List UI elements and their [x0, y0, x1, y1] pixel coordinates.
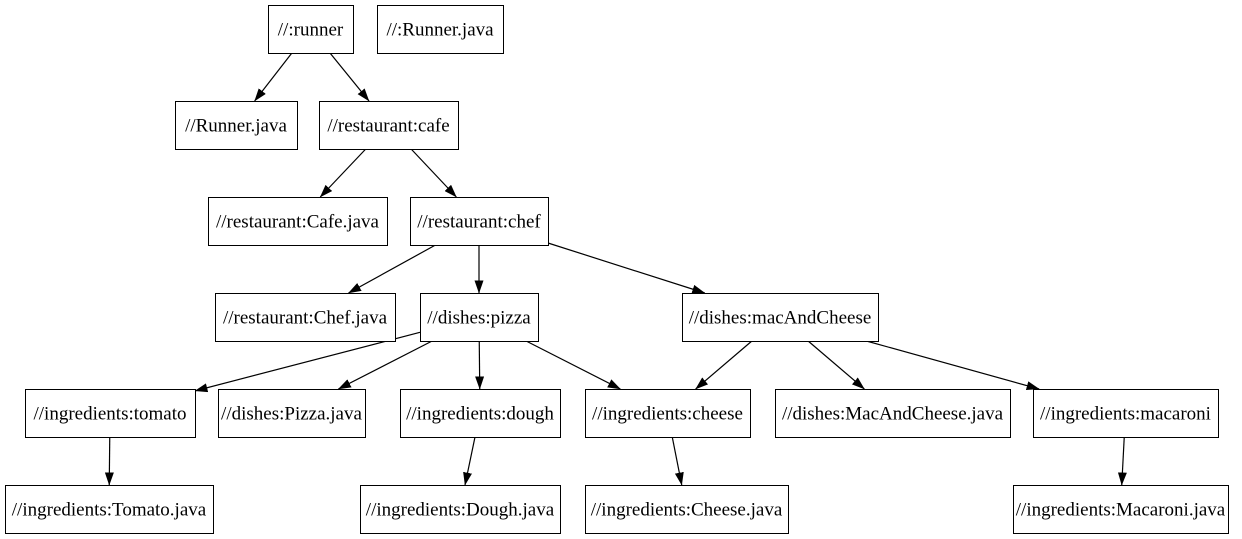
graph-node-label: //ingredients:tomato: [33, 403, 186, 424]
graph-node-pizza_java: //dishes:Pizza.java: [218, 389, 366, 438]
graph-node-cafe: //restaurant:cafe: [319, 101, 459, 150]
graph-node-label: //ingredients:Tomato.java: [12, 499, 207, 520]
graph-node-box: [360, 485, 561, 534]
graph-edge-pizza-to-pizza_java: [337, 340, 433, 390]
graph-node-cafe_java: //restaurant:Cafe.java: [208, 197, 388, 246]
graph-node-box: [410, 197, 549, 246]
graph-node-mac_and_cheese_java: //dishes:MacAndCheese.java: [775, 389, 1011, 438]
graph-node-pizza: //dishes:pizza: [420, 293, 539, 342]
graph-node-label: //:Runner.java: [386, 19, 494, 40]
graph-edge-pizza-to-cheese: [525, 340, 621, 390]
graph-node-label: //restaurant:Cafe.java: [216, 211, 380, 232]
graph-node-box: [1033, 389, 1219, 438]
graph-node-runner_java: //Runner.java: [175, 101, 298, 150]
graph-node-box: [420, 293, 539, 342]
graph-edge-runner-to-cafe: [329, 52, 370, 102]
graph-node-box: [377, 5, 504, 54]
graph-node-box: [585, 485, 789, 534]
graph-node-box: [319, 101, 459, 150]
graph-node-runner_java_root: //:Runner.java: [377, 5, 504, 54]
graph-edge-cheese-to-cheese_java: [671, 436, 684, 486]
graph-node-box: [215, 293, 396, 342]
graph-edge-cafe-to-chef: [410, 148, 457, 198]
graph-node-label: //restaurant:Chef.java: [223, 307, 388, 328]
graph-node-box: [775, 389, 1011, 438]
graph-edge-pizza-to-dough: [475, 340, 485, 390]
graph-node-runner: //:runner: [268, 5, 354, 54]
graph-node-tomato_java: //ingredients:Tomato.java: [5, 485, 214, 534]
graph-node-cheese_java: //ingredients:Cheese.java: [585, 485, 789, 534]
graph-edge-tomato-to-tomato_java: [104, 436, 114, 486]
graph-node-mac_and_cheese: //dishes:macAndCheese: [682, 293, 879, 342]
graph-node-chef_java: //restaurant:Chef.java: [215, 293, 396, 342]
graph-edge-chef-to-mac_and_cheese: [547, 242, 706, 294]
graph-node-box: [5, 485, 214, 534]
graph-node-label: //restaurant:chef: [417, 211, 541, 232]
graph-node-box: [208, 197, 388, 246]
graph-node-label: //ingredients:Dough.java: [366, 499, 555, 520]
graph-node-dough_java: //ingredients:Dough.java: [360, 485, 561, 534]
graph-node-box: [175, 101, 298, 150]
graph-edge-macaroni-to-macaroni_java: [1117, 436, 1127, 486]
graph-node-label: //ingredients:dough: [406, 403, 554, 424]
graph-edge-runner-to-runner_java: [254, 52, 293, 102]
graph-node-box: [585, 389, 751, 438]
graph-node-macaroni_java: //ingredients:Macaroni.java: [1013, 485, 1229, 534]
graph-edge-pizza-to-tomato: [194, 331, 421, 393]
graph-node-label: //ingredients:Cheese.java: [591, 499, 783, 520]
graph-node-box: [682, 293, 879, 342]
graph-node-label: //ingredients:cheese: [592, 403, 743, 424]
graph-node-chef: //restaurant:chef: [410, 197, 549, 246]
graph-edge-chef-to-chef_java: [348, 244, 436, 294]
edges-layer: [104, 52, 1127, 486]
graph-edge-cafe-to-cafe_java: [319, 148, 367, 198]
graph-node-label: //dishes:Pizza.java: [221, 403, 362, 424]
graph-node-label: //dishes:MacAndCheese.java: [782, 403, 1004, 424]
graph-node-label: //:runner: [278, 19, 344, 40]
graph-node-box: [218, 389, 366, 438]
graph-edge-mac_and_cheese-to-macaroni: [866, 340, 1040, 390]
graph-node-label: //dishes:macAndCheese: [689, 307, 872, 328]
graph-edge-mac_and_cheese-to-cheese: [695, 340, 753, 390]
graph-node-label: //restaurant:cafe: [327, 115, 449, 136]
graph-node-box: [400, 389, 561, 438]
graph-node-label: //ingredients:macaroni: [1040, 403, 1211, 424]
graph-node-label: //dishes:pizza: [427, 307, 531, 328]
graph-node-macaroni: //ingredients:macaroni: [1033, 389, 1219, 438]
graph-edge-dough-to-dough_java: [463, 436, 476, 486]
graph-node-box: [1013, 485, 1229, 534]
graph-node-dough: //ingredients:dough: [400, 389, 561, 438]
graph-node-box: [25, 389, 196, 438]
graph-node-cheese: //ingredients:cheese: [585, 389, 751, 438]
graph-node-tomato: //ingredients:tomato: [25, 389, 196, 438]
graph-node-label: //Runner.java: [185, 115, 287, 136]
graph-node-box: [268, 5, 354, 54]
graph-edge-mac_and_cheese-to-mac_and_cheese_java: [807, 340, 865, 390]
nodes-layer: //:runner //:Runner.java //Runner.java //re…: [5, 5, 1229, 534]
graph-node-label: //ingredients:Macaroni.java: [1016, 499, 1226, 520]
